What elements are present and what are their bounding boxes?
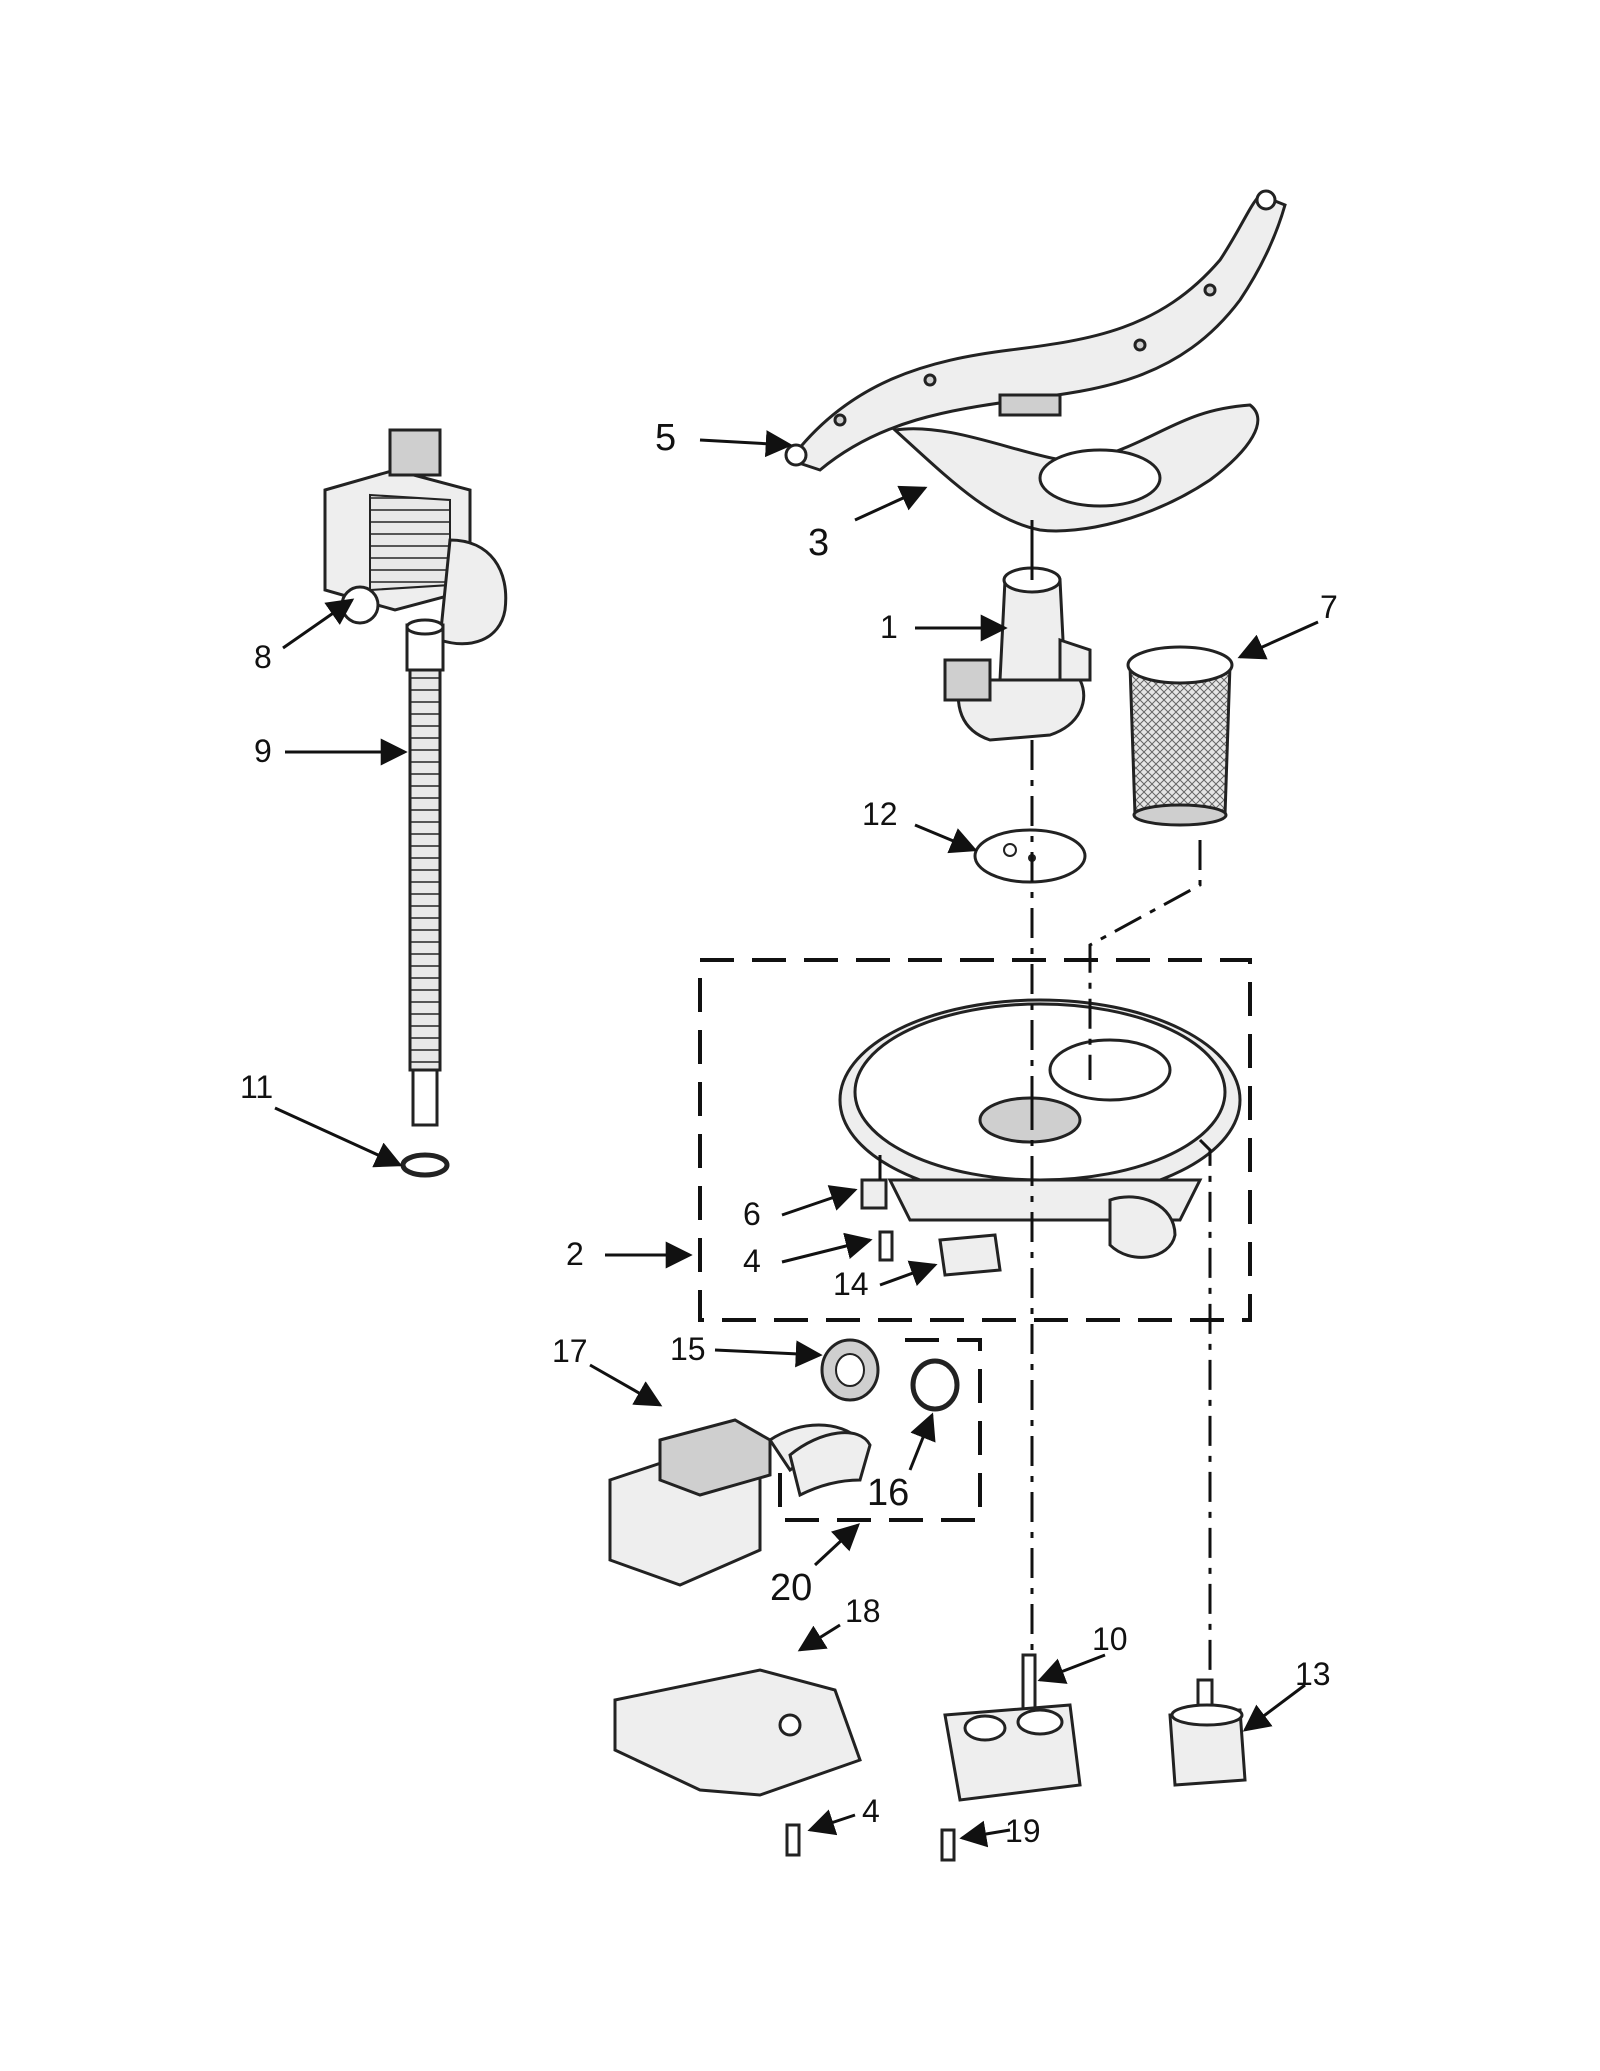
- hose-clamp-part: [400, 1152, 450, 1178]
- callout-4b: 4: [862, 1793, 880, 1829]
- hose-kit-box: [778, 1338, 982, 1522]
- callout-16: 16: [867, 1472, 909, 1514]
- callout-8: 8: [254, 639, 272, 675]
- callout-13: 13: [1295, 1656, 1331, 1692]
- callout-17: 17: [552, 1333, 588, 1369]
- callout-4a: 4: [743, 1243, 761, 1279]
- callout-12: 12: [862, 796, 898, 832]
- leader-lines: [274, 430, 1319, 1848]
- sump-assembly-box: [698, 958, 1252, 1322]
- callout-10: 10: [1092, 1621, 1128, 1657]
- callout-14: 14: [833, 1266, 869, 1302]
- callout-2: 2: [566, 1236, 584, 1272]
- pump-housing-part: [943, 566, 1092, 742]
- cover-part: [613, 1668, 862, 1797]
- callout-3: 3: [808, 522, 829, 564]
- callout-1: 1: [880, 609, 898, 645]
- shroud-part: [891, 403, 1260, 533]
- clamp-part: [910, 1358, 960, 1412]
- callout-19: 19: [1005, 1813, 1041, 1849]
- screw-part-b: [785, 1823, 801, 1857]
- connector-part: [938, 1233, 1002, 1277]
- callout-7: 7: [1320, 589, 1338, 625]
- callout-9: 9: [254, 733, 272, 769]
- callout-6: 6: [743, 1196, 761, 1232]
- connection-lines: [878, 520, 1212, 1680]
- callout-11: 11: [240, 1069, 273, 1105]
- screw-part-a: [878, 1230, 894, 1262]
- callout-labels: 5 3 1 7 8 9 12 11 2 6 4 14 15 17 16 20 1…: [240, 417, 1338, 1849]
- callout-18: 18: [845, 1593, 881, 1629]
- filter-part: [1126, 645, 1234, 827]
- callout-5: 5: [655, 417, 676, 459]
- diverter-motor-part: [943, 1653, 1082, 1802]
- drain-hose-part: [405, 618, 445, 1127]
- sump-part: [838, 998, 1242, 1259]
- callout-15: 15: [670, 1331, 706, 1367]
- callout-20: 20: [770, 1567, 812, 1609]
- sensor-part: [1168, 1678, 1247, 1787]
- drain-pump-part: [323, 428, 508, 646]
- circulation-pump-part: [608, 1418, 872, 1587]
- spray-arm-part: [784, 189, 1287, 472]
- clip-part: [860, 1178, 888, 1210]
- screw-part-c: [940, 1828, 956, 1862]
